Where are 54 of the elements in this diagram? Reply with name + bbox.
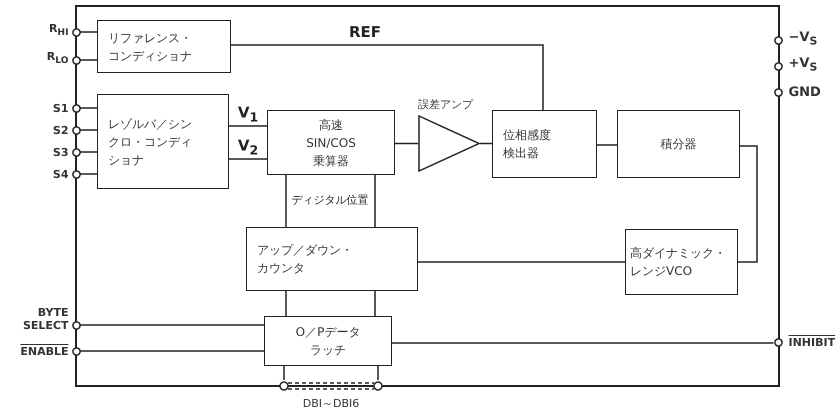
connector-line	[418, 261, 625, 263]
block-label: アップ／ダウン・カウンタ	[257, 242, 354, 277]
block-label: 高速 SIN/COS 乗算器	[305, 116, 357, 170]
connector-line	[80, 324, 264, 326]
block-label: レゾルバ／シンクロ・コンディショナ	[108, 116, 193, 168]
connector-line	[392, 342, 774, 344]
chip-outline	[75, 5, 780, 387]
connector-line	[80, 151, 97, 153]
pin-label: S1	[52, 102, 68, 115]
amplifier-label: 誤差アンプ	[418, 98, 474, 112]
function-block	[617, 110, 740, 178]
pin-label: DBI～DBI6	[302, 397, 360, 410]
connector-line	[229, 125, 267, 127]
function-block	[246, 227, 418, 291]
block-label: リファレンス・コンディショナ	[108, 30, 193, 64]
pin-label: +V$_{S}$	[788, 57, 818, 74]
function-block	[625, 229, 738, 295]
block-label: 積分器	[660, 136, 696, 153]
function-block	[264, 316, 392, 366]
function-block	[267, 110, 395, 175]
pin-label: GND	[788, 86, 821, 99]
block-label: 高ダイナミック・レンジVCO	[630, 245, 727, 280]
pin-label: S2	[52, 124, 68, 137]
connector-line	[597, 144, 617, 146]
connector-line	[285, 174, 376, 228]
pin-label: S4	[52, 168, 68, 181]
connector-line	[738, 145, 758, 263]
edge-label: ディジタル位置	[290, 192, 370, 208]
pin-label: ENABLE	[20, 345, 68, 358]
pin-label: R$_{HI}$	[48, 22, 68, 39]
pin-label: S3	[52, 146, 68, 159]
connector-line	[80, 350, 264, 352]
function-block	[97, 20, 231, 73]
connector-line	[80, 107, 97, 109]
connector-line	[80, 129, 97, 131]
block-label: O／Pデータラッチ	[294, 324, 362, 359]
connector-line	[285, 290, 376, 317]
pin-label: −V$_{S}$	[788, 31, 818, 48]
connector-line	[395, 142, 418, 144]
function-block	[97, 94, 229, 189]
function-block	[492, 110, 597, 178]
pin-label: R$_{LO}$	[46, 50, 68, 67]
edge-label: V$_{2}$	[236, 136, 260, 158]
connector-line	[80, 31, 97, 33]
block-label: 位相感度検出器	[503, 127, 552, 162]
connector-line	[231, 44, 544, 110]
edge-label: V$_{1}$	[236, 104, 260, 124]
connector-line	[229, 158, 267, 160]
pin-label: BYTE SELECT	[22, 306, 68, 332]
pin-label: INHIBIT	[788, 336, 836, 349]
connector-line	[80, 59, 97, 61]
connector-line	[480, 142, 492, 144]
connector-line	[80, 173, 97, 175]
connector-line	[283, 365, 379, 381]
